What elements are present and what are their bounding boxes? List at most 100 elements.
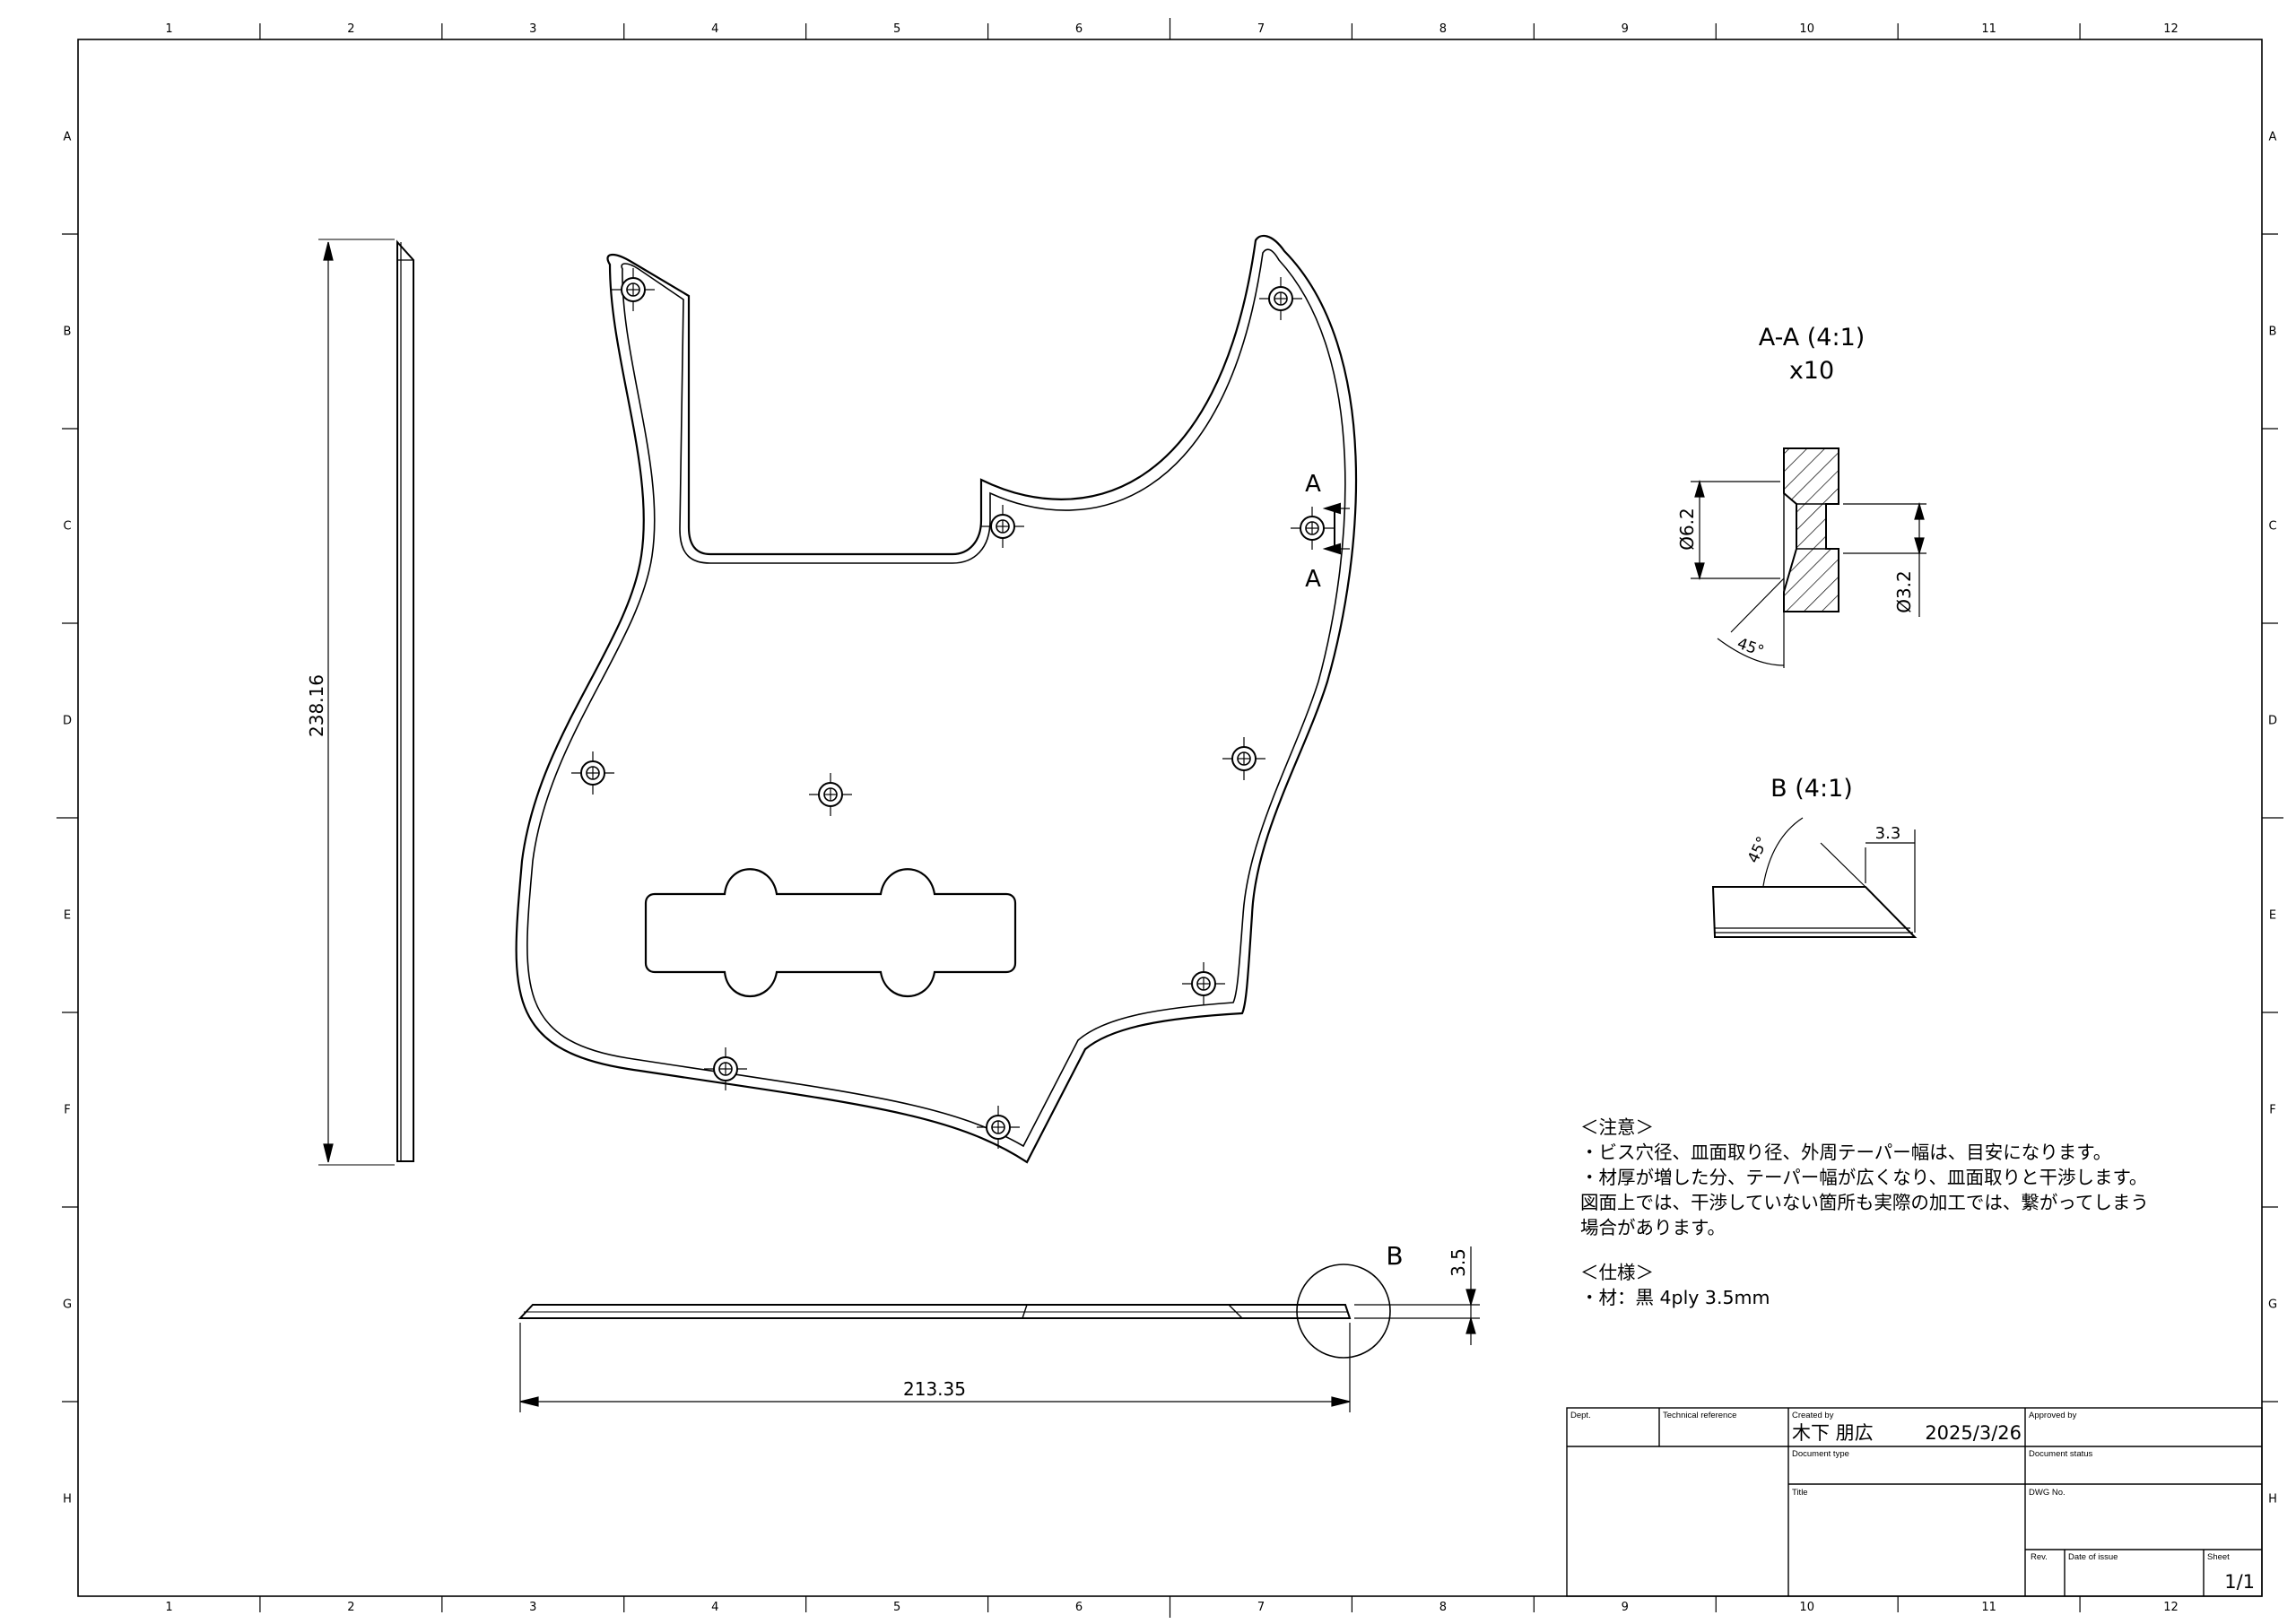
zone-column-label: 7 xyxy=(1257,22,1265,36)
detail-b-view xyxy=(1711,817,1918,938)
zone-grid-ticks xyxy=(57,18,2283,1618)
zone-row-label: H xyxy=(63,1493,72,1507)
zone-column-label: 5 xyxy=(893,22,900,36)
zone-column-label: 3 xyxy=(529,1601,536,1614)
zone-row-label: F xyxy=(2269,1104,2275,1117)
section-aa-inner-dia: Ø3.2 xyxy=(1893,570,1915,613)
screw-hole xyxy=(977,1106,1020,1149)
screw-holes xyxy=(571,268,1334,1149)
zone-column-label: 2 xyxy=(347,1601,354,1614)
zone-row-label: C xyxy=(2268,520,2276,534)
zone-column-label: 1 xyxy=(165,1601,172,1614)
detail-b-mark: B xyxy=(1386,1241,1403,1271)
detail-b-angle: 45° xyxy=(1744,834,1772,866)
zone-column-label: 10 xyxy=(1799,22,1814,36)
caution-line: 場合があります。 xyxy=(1580,1217,1726,1238)
screw-hole xyxy=(1182,962,1225,1005)
pickup-cutout xyxy=(644,868,1017,997)
tb-created-by: 木下 朋広 xyxy=(1792,1422,1874,1444)
zone-column-label: 4 xyxy=(711,1601,718,1614)
tb-approved-by-label: Approved by xyxy=(2029,1411,2077,1420)
width-dimension xyxy=(519,1323,1351,1412)
zone-column-label: 11 xyxy=(1981,22,1996,36)
zone-row-label: G xyxy=(2268,1298,2277,1312)
zone-column-label: 6 xyxy=(1075,22,1083,36)
zone-column-label: 4 xyxy=(711,22,718,36)
detail-b-taper-width: 3.3 xyxy=(1875,824,1901,843)
caution-heading: ＜注意＞ xyxy=(1580,1116,1654,1138)
screw-hole xyxy=(704,1047,747,1090)
thickness-dimension-text: 3.5 xyxy=(1448,1248,1469,1277)
zone-column-label: 9 xyxy=(1622,22,1629,36)
section-aa-view xyxy=(1783,447,1839,612)
edge-view xyxy=(517,1264,1391,1359)
zone-row-label: C xyxy=(63,520,71,534)
screw-hole xyxy=(809,773,852,816)
zone-row-label: E xyxy=(2269,909,2276,923)
section-mark-bottom: A xyxy=(1305,566,1321,593)
zone-column-label: 5 xyxy=(893,1601,900,1614)
tb-title-label: Title xyxy=(1792,1488,1808,1498)
caution-line: 図面上では、干渉していない箇所も実際の加工では、繋がってしまう xyxy=(1580,1192,2149,1213)
zone-column-label: 12 xyxy=(2163,22,2179,36)
tb-sheet-label: Sheet xyxy=(2207,1552,2230,1562)
screw-hole xyxy=(1222,737,1265,780)
zone-row-label: D xyxy=(63,715,72,728)
zone-row-label: B xyxy=(2269,326,2277,339)
tb-created-by-label: Created by xyxy=(1792,1411,1834,1420)
tb-sheet-value: 1/1 xyxy=(2224,1571,2255,1593)
tb-rev-label: Rev. xyxy=(2031,1552,2048,1562)
height-dimension xyxy=(323,241,334,1163)
zone-row-label: H xyxy=(2268,1493,2277,1507)
zone-column-label: 10 xyxy=(1799,1601,1814,1614)
tb-date-issue-label: Date of issue xyxy=(2068,1552,2118,1562)
section-aa-title: A-A (4:1) xyxy=(1759,324,1866,352)
zone-column-label: 11 xyxy=(1981,1601,1996,1614)
tb-tech-ref-label: Technical reference xyxy=(1663,1411,1736,1420)
zone-column-label: 3 xyxy=(529,22,536,36)
screw-hole xyxy=(571,751,614,795)
detail-b-title: B (4:1) xyxy=(1770,775,1853,803)
screw-hole xyxy=(1291,507,1334,550)
section-aa-count: x10 xyxy=(1789,357,1834,385)
section-mark-top: A xyxy=(1305,471,1321,498)
spec-line: ・材：黒 4ply 3.5mm xyxy=(1580,1287,1770,1308)
zone-row-label: D xyxy=(2268,715,2277,728)
caution-line: ・ビス穴径、皿面取り径、外周テーパー幅は、目安になります。 xyxy=(1580,1142,2112,1163)
screw-hole xyxy=(612,268,655,311)
width-dimension-text: 213.35 xyxy=(903,1378,966,1400)
zone-column-label: 12 xyxy=(2163,1601,2179,1614)
notes-block: ＜注意＞ ・ビス穴径、皿面取り径、外周テーパー幅は、目安になります。 ・材厚が増… xyxy=(1580,1115,2226,1310)
section-aa-angle: 45° xyxy=(1735,635,1766,661)
zone-row-label: A xyxy=(64,131,72,144)
section-cut-line xyxy=(1322,502,1350,555)
tb-dept-label: Dept. xyxy=(1570,1411,1591,1420)
zone-column-label: 6 xyxy=(1075,1601,1083,1614)
tb-created-date: 2025/3/26 xyxy=(1925,1422,2022,1444)
section-aa-outer-dia: Ø6.2 xyxy=(1676,508,1698,551)
side-edge-view xyxy=(318,239,414,1166)
zone-column-label: 9 xyxy=(1622,1601,1629,1614)
height-dimension-text: 238.16 xyxy=(306,674,327,737)
thickness-dimension xyxy=(1354,1246,1480,1345)
detail-b-circle xyxy=(1296,1264,1391,1359)
drawing-frame xyxy=(77,39,2263,1597)
zone-row-label: B xyxy=(64,326,72,339)
zone-row-label: F xyxy=(64,1104,70,1117)
zone-row-label: E xyxy=(64,909,71,923)
zone-column-label: 7 xyxy=(1257,1601,1265,1614)
caution-line: ・材厚が増した分、テーパー幅が広くなり、皿面取りと干渉します。 xyxy=(1580,1167,2148,1188)
zone-column-label: 8 xyxy=(1439,22,1447,36)
screw-hole xyxy=(1259,277,1302,320)
tb-doc-status-label: Document status xyxy=(2029,1449,2093,1459)
spec-heading: ＜仕様＞ xyxy=(1580,1262,1654,1283)
zone-row-label: A xyxy=(2269,131,2277,144)
screw-hole xyxy=(981,505,1024,548)
zone-column-label: 8 xyxy=(1439,1601,1447,1614)
title-block xyxy=(1566,1407,2263,1597)
section-aa-dimensions xyxy=(1691,479,1926,668)
zone-column-label: 1 xyxy=(165,22,172,36)
zone-column-label: 2 xyxy=(347,22,354,36)
tb-doc-type-label: Document type xyxy=(1792,1449,1849,1459)
